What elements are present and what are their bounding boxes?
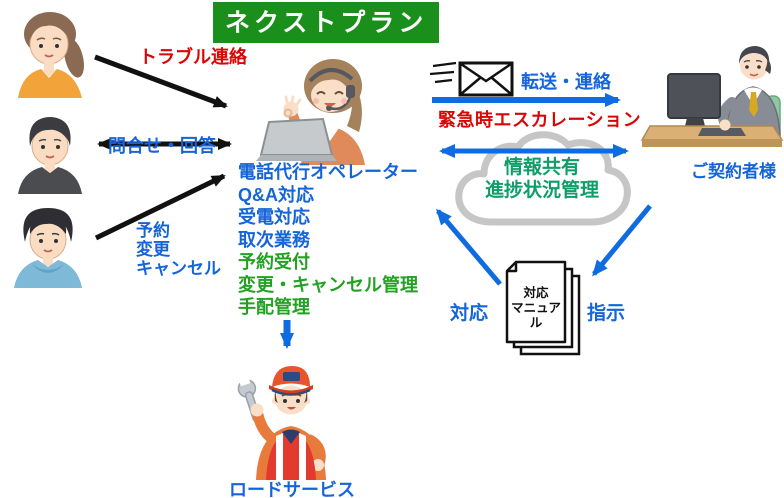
label-client-name: ご契約者様 xyxy=(691,162,776,181)
road-service-illustration xyxy=(237,366,326,480)
customer-avatar-man xyxy=(18,117,82,194)
label-inquiry-answer: 問合せ・回答 xyxy=(108,136,216,156)
role-item: Q&A対応 xyxy=(238,184,314,205)
label-instruct: 指示 xyxy=(587,303,626,324)
operator-role-list: 電話代行オペレーター Q&A対応 受電対応 取次業務 予約受付 変更・キャンセル… xyxy=(238,161,418,319)
role-item: 受電対応 xyxy=(238,207,310,227)
label-escalation: 緊急時エスカレーション xyxy=(438,110,642,130)
label-cloud: 情報共有 進捗状況管理 xyxy=(484,157,599,201)
role-item: 電話代行オペレーター xyxy=(238,162,418,182)
role-item: 取次業務 xyxy=(238,229,310,250)
role-item: 手配管理 xyxy=(238,297,310,317)
manual-title: 対応 マニュアル xyxy=(511,286,561,330)
role-item: 予約受付 xyxy=(238,252,310,272)
client-illustration xyxy=(640,46,784,147)
diagram-title: ネクストプラン xyxy=(213,2,440,43)
customer-avatar-hoodie xyxy=(14,208,82,288)
label-respond: 対応 xyxy=(450,303,489,324)
operator-illustration xyxy=(256,59,365,165)
label-road-service: ロードサービス xyxy=(229,480,355,498)
label-transfer: 転送・連絡 xyxy=(521,72,611,92)
role-item: 変更・キャンセル管理 xyxy=(238,274,418,295)
label-reservation: 予約 変更 キャンセル xyxy=(136,221,221,278)
customer-avatar-woman xyxy=(18,12,84,98)
label-trouble-report: トラブル連絡 xyxy=(139,47,247,67)
envelope-icon xyxy=(430,61,514,97)
manual-document-icon xyxy=(505,260,581,356)
